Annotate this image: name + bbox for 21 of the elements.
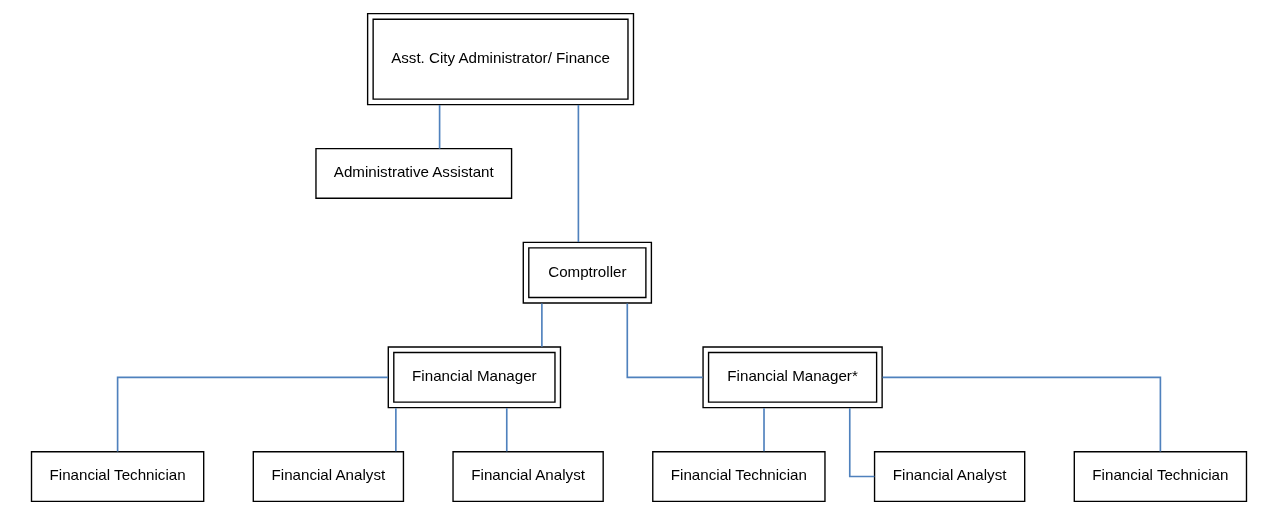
connector [505, 407, 508, 453]
node-box: Comptroller [522, 241, 653, 304]
node-box: Financial Manager* [702, 346, 883, 409]
connector [626, 302, 704, 379]
node-box: Financial Manager [387, 346, 562, 409]
node-box: Financial Technician [1073, 451, 1248, 502]
node-box: Financial Analyst [873, 451, 1026, 502]
node-box: Financial Analyst [452, 451, 604, 502]
node-box: Administrative Assistant [315, 148, 513, 199]
connector [848, 407, 876, 478]
connector [763, 407, 765, 453]
node-box: Financial Technician [652, 451, 826, 502]
node-box: Financial Technician [30, 451, 205, 502]
connector [438, 104, 441, 150]
connector [541, 302, 543, 348]
connector [881, 376, 1162, 453]
connector [395, 407, 397, 453]
connector [577, 104, 580, 243]
node-box: Asst. City Administrator/ Finance [366, 13, 635, 106]
connector [116, 376, 389, 453]
node-box: Financial Analyst [252, 451, 405, 502]
